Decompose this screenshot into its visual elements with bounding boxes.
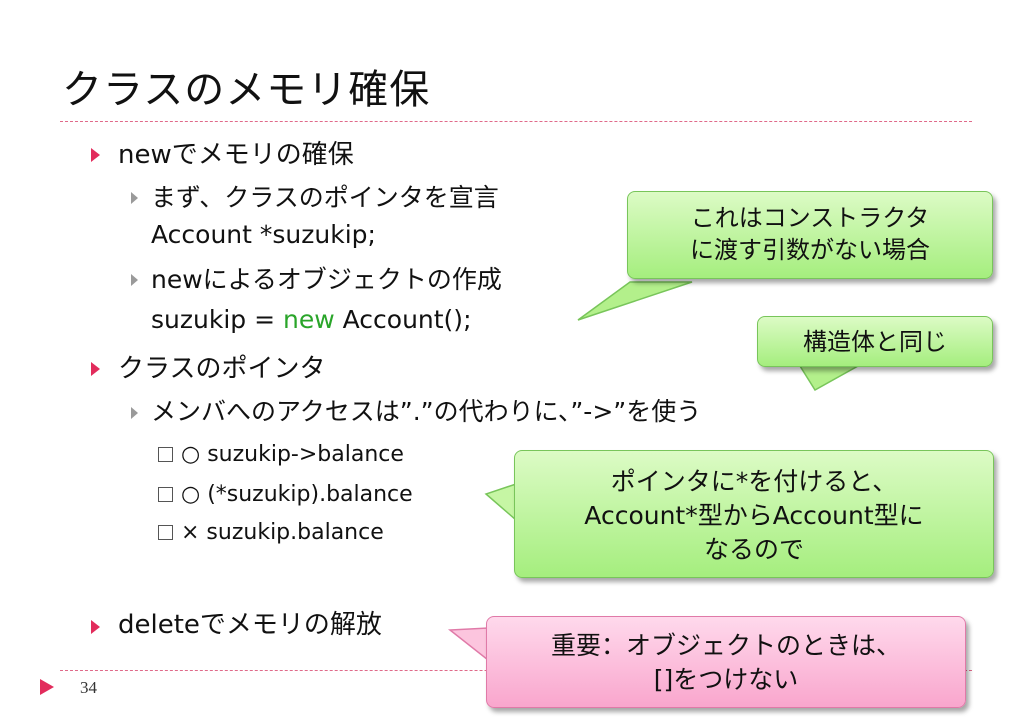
callout3-tail (484, 482, 517, 522)
checkbox-icon (158, 487, 173, 502)
callout1-tail (577, 281, 693, 321)
access-item: × suzukip.balance (158, 519, 384, 547)
access-item: ○ (*suzukip).balance (158, 481, 413, 509)
page-marker-icon (40, 679, 54, 695)
bullet-marker (91, 362, 100, 376)
slide-title: クラスのメモリ確保 (62, 67, 431, 113)
code-create: suzukip = new Account(); (151, 304, 472, 336)
callout-dereference: ポインタに*を付けると、 Account*型からAccount型に なるので (514, 450, 994, 578)
bullet-delete: deleteでメモリの解放 (118, 610, 382, 640)
callout-struct-same: 構造体と同じ (757, 316, 993, 367)
sub-bullet-declare: まず、クラスのポインタを宣言 (151, 183, 499, 212)
sub-bullet-marker (131, 192, 138, 204)
bullet-new: newでメモリの確保 (118, 140, 354, 170)
checkbox-icon (158, 447, 173, 462)
bullet-marker (91, 620, 100, 634)
bullet-marker (91, 148, 100, 162)
code-declare: Account *suzukip; (151, 220, 376, 249)
code-create-post: Account(); (334, 305, 472, 334)
callout-important: 重要：オブジェクトのときは、 []をつけない (486, 616, 966, 708)
sub-bullet-access: メンバへのアクセスは”.”の代わりに、”->”を使う (151, 397, 702, 426)
callout-constructor: これはコンストラクタ に渡す引数がない場合 (627, 191, 993, 279)
code-create-pre: suzukip = (151, 305, 283, 334)
keyword-new: new (282, 305, 335, 334)
title-divider (60, 121, 972, 122)
sub-bullet-marker (131, 274, 138, 286)
bullet-class-pointer: クラスのポインタ (118, 354, 326, 384)
access-item: ○ suzukip->balance (158, 441, 404, 469)
callout4-tail (447, 627, 489, 662)
callout2-tail (798, 365, 861, 392)
page-number: 34 (80, 678, 97, 697)
sub-bullet-create: newによるオブジェクトの作成 (151, 265, 502, 294)
checkbox-icon (158, 525, 173, 540)
sub-bullet-marker (131, 407, 138, 419)
